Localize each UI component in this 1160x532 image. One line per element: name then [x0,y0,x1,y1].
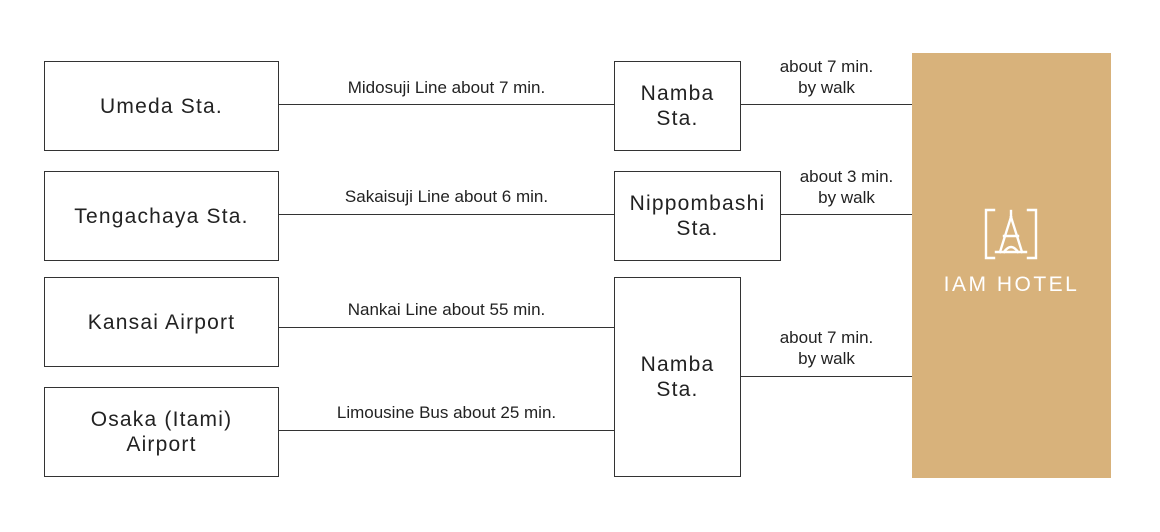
station-nippombashi: Nippombashi Sta. [614,171,781,261]
connector-namba-hotel-top [740,104,912,105]
connector-kansai-namba [278,327,614,328]
origin-umeda: Umeda Sta. [44,61,279,151]
walk-label-nippombashi: about 3 min. by walk [799,167,894,207]
route-label-sakaisuji: Sakaisuji Line about 6 min. [344,187,549,206]
connector-nippombashi-hotel [780,214,912,215]
route-label-nankai: Nankai Line about 55 min. [347,300,546,319]
hotel-panel: IAM HOTEL [912,53,1111,478]
station-namba-bottom: Namba Sta. [614,277,741,477]
origin-kansai-airport: Kansai Airport [44,277,279,367]
connector-umeda-namba [278,104,614,105]
route-label-midosuji: Midosuji Line about 7 min. [347,78,546,97]
origin-itami-airport: Osaka (Itami) Airport [44,387,279,477]
route-label-limousine: Limousine Bus about 25 min. [336,403,557,422]
hotel-name: IAM HOTEL [943,273,1080,296]
hotel-logo-icon [984,208,1038,260]
connector-tengachaya-nippombashi [278,214,614,215]
station-namba-top: Namba Sta. [614,61,741,151]
origin-tengachaya: Tengachaya Sta. [44,171,279,261]
walk-label-namba-bottom: about 7 min. by walk [779,328,874,368]
walk-label-namba-top: about 7 min. by walk [779,57,874,97]
connector-namba-hotel-bottom [740,376,912,377]
connector-itami-namba [278,430,614,431]
